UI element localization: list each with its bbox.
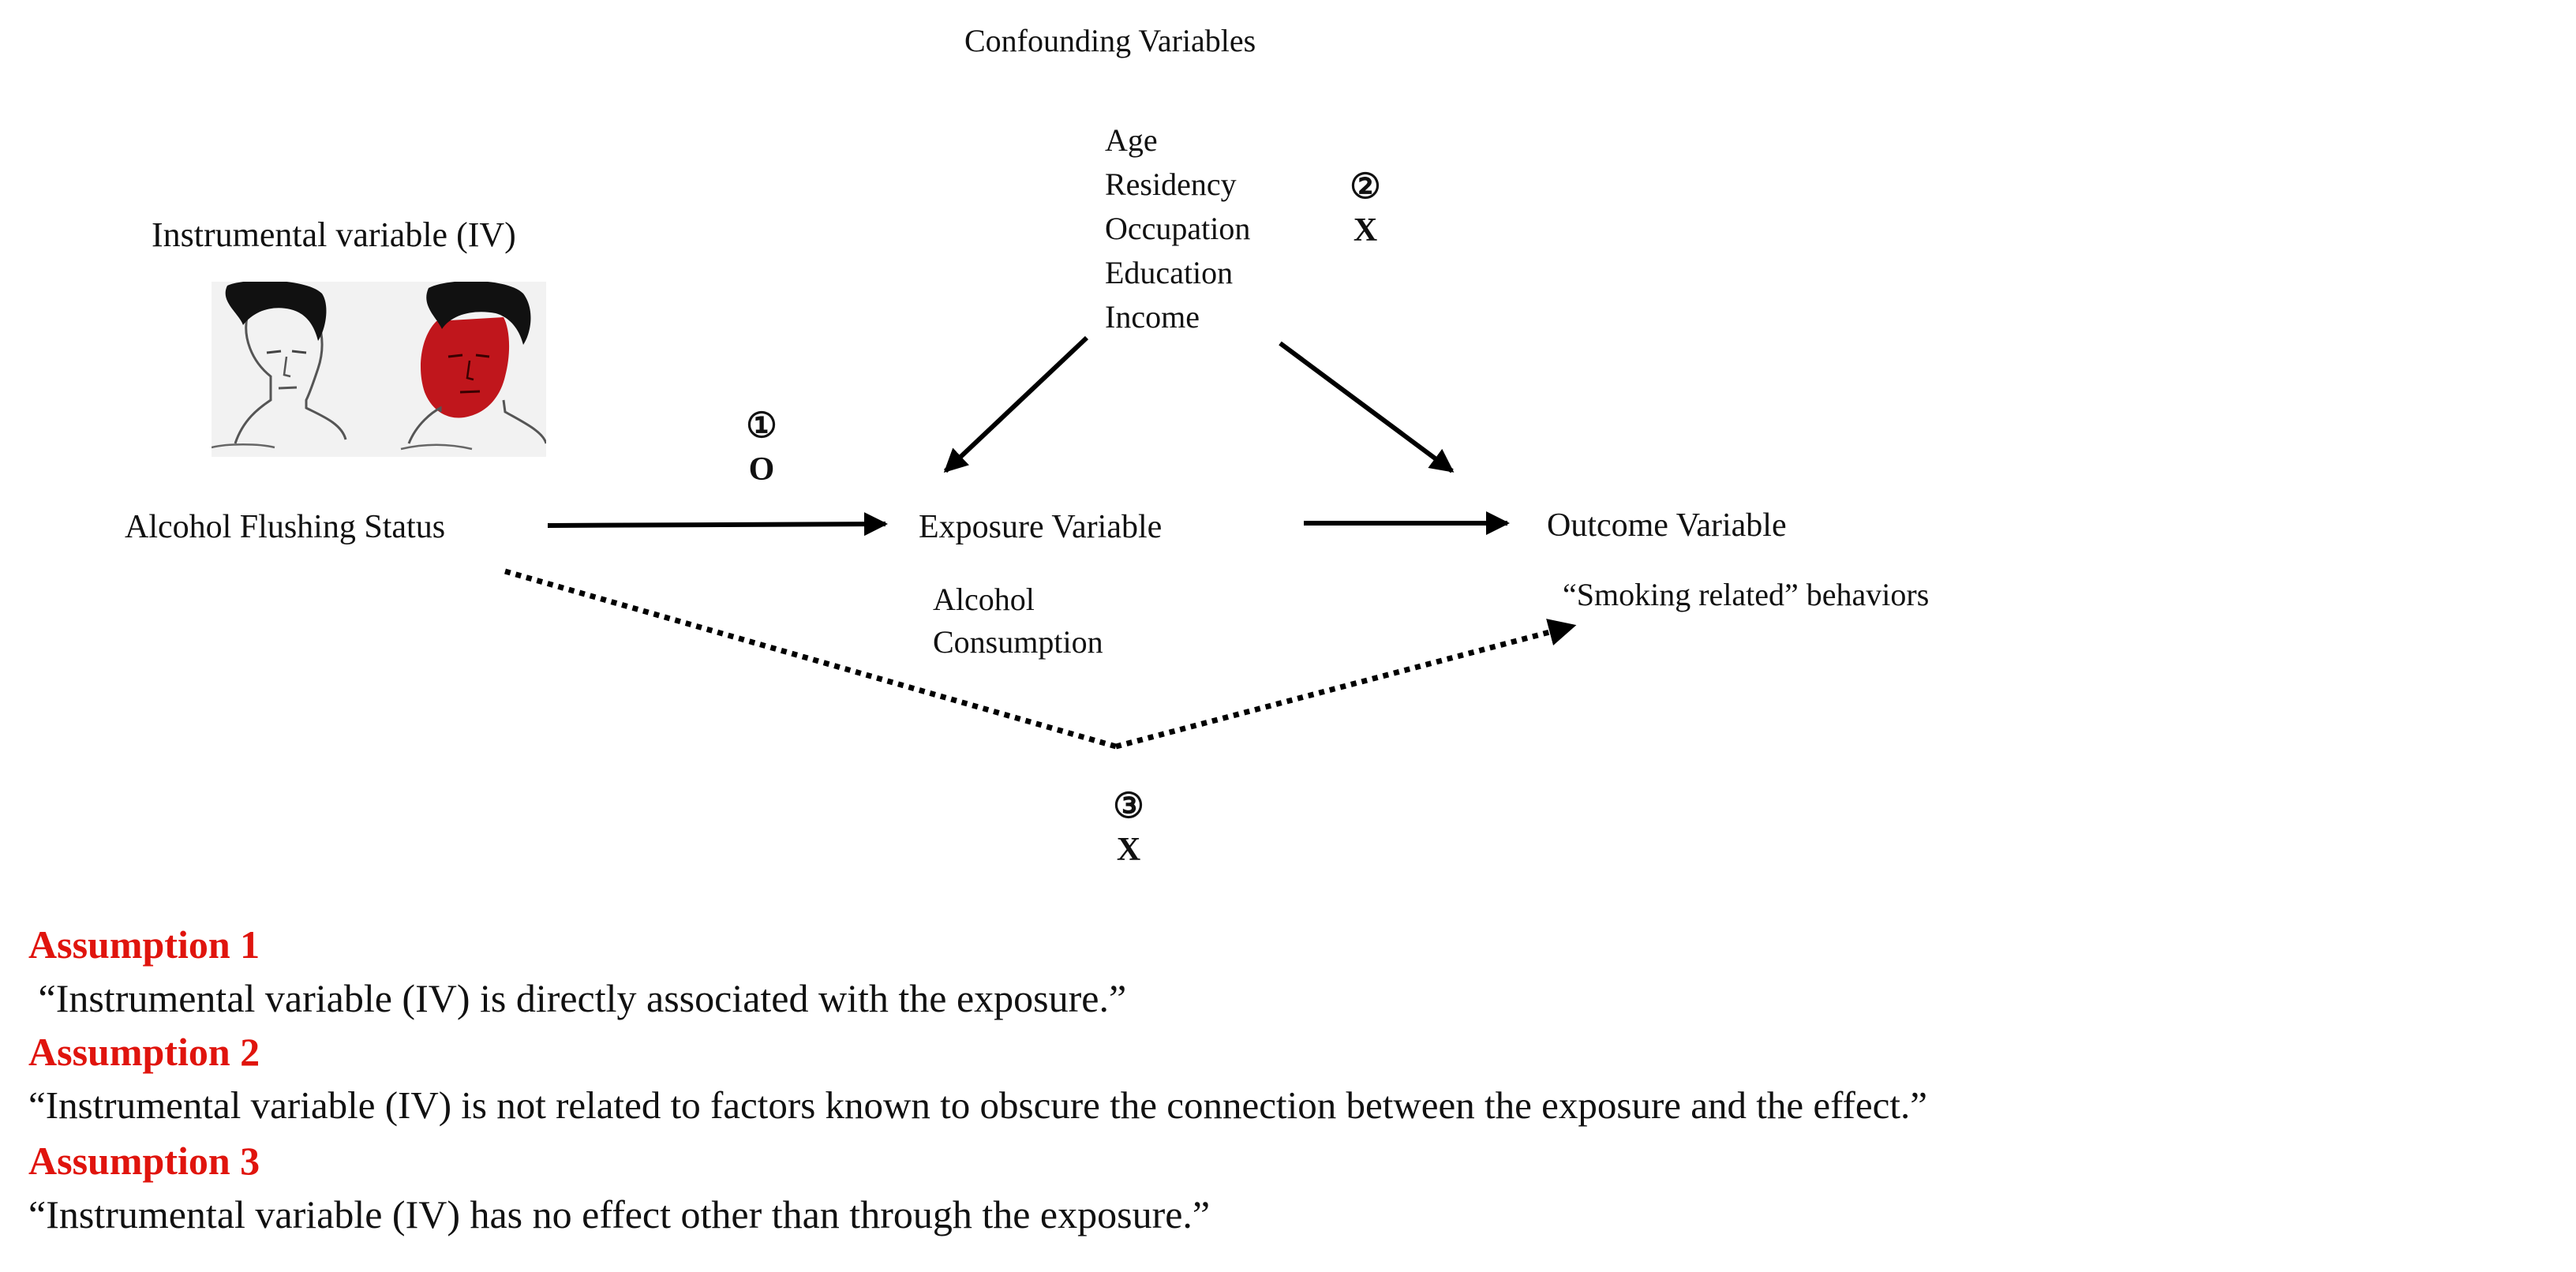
outcome-variable-label: Outcome Variable <box>1547 507 1787 544</box>
marker-3-number: ③ <box>1113 787 1144 825</box>
marker-2-number: ② <box>1350 167 1381 206</box>
assumption-1-title: Assumption 1 <box>28 922 260 967</box>
assumption-2-marker: ② X <box>1342 167 1389 249</box>
assumption-3-title: Assumption 3 <box>28 1139 260 1183</box>
assumption-2-text: “Instrumental variable (IV) is not relat… <box>28 1083 1927 1127</box>
marker-1-symbol: O <box>748 451 775 488</box>
outcome-detail-label: “Smoking related” behaviors <box>1563 577 1930 612</box>
flushing-faces-illustration <box>211 280 548 457</box>
assumption-3-marker: ③ X <box>1105 787 1152 868</box>
confounder-to-exposure-arrow <box>943 335 1089 473</box>
assumption-1-text: “Instrumental variable (IV) is directly … <box>28 976 1127 1020</box>
alcohol-flushing-status-label: Alcohol Flushing Status <box>125 509 446 545</box>
assumption-2-title: Assumption 2 <box>28 1030 260 1074</box>
confounder-occupation: Occupation <box>1105 211 1251 246</box>
marker-3-symbol: X <box>1116 832 1141 868</box>
confounder-residency: Residency <box>1105 166 1237 202</box>
iv-dotted-path-segment <box>504 568 1117 750</box>
assumption-3-text: “Instrumental variable (IV) has no effec… <box>28 1192 1211 1236</box>
flushed-face-icon <box>400 280 548 451</box>
confounding-variables-title: Confounding Variables <box>964 23 1256 58</box>
iv-to-outcome-dotted-arrow <box>1115 619 1577 750</box>
assumption-1-marker: ① O <box>738 406 785 488</box>
marker-1-number: ① <box>746 406 777 445</box>
confounder-to-outcome-arrow <box>1279 341 1455 473</box>
exposure-variable-label: Exposure Variable <box>919 509 1163 545</box>
confounder-income: Income <box>1105 299 1200 335</box>
confounder-age: Age <box>1105 122 1158 158</box>
instrumental-variable-title: Instrumental variable (IV) <box>152 215 516 254</box>
confounder-education: Education <box>1105 255 1234 290</box>
confounder-list: Age Residency Occupation Education Incom… <box>1105 118 1250 339</box>
exposure-detail-alcohol: Alcohol <box>933 582 1035 617</box>
iv-to-exposure-arrow <box>547 512 888 537</box>
exposure-detail-consumption: Consumption <box>933 624 1103 660</box>
marker-2-symbol: X <box>1353 212 1378 249</box>
non-flushed-face-icon <box>211 280 347 449</box>
